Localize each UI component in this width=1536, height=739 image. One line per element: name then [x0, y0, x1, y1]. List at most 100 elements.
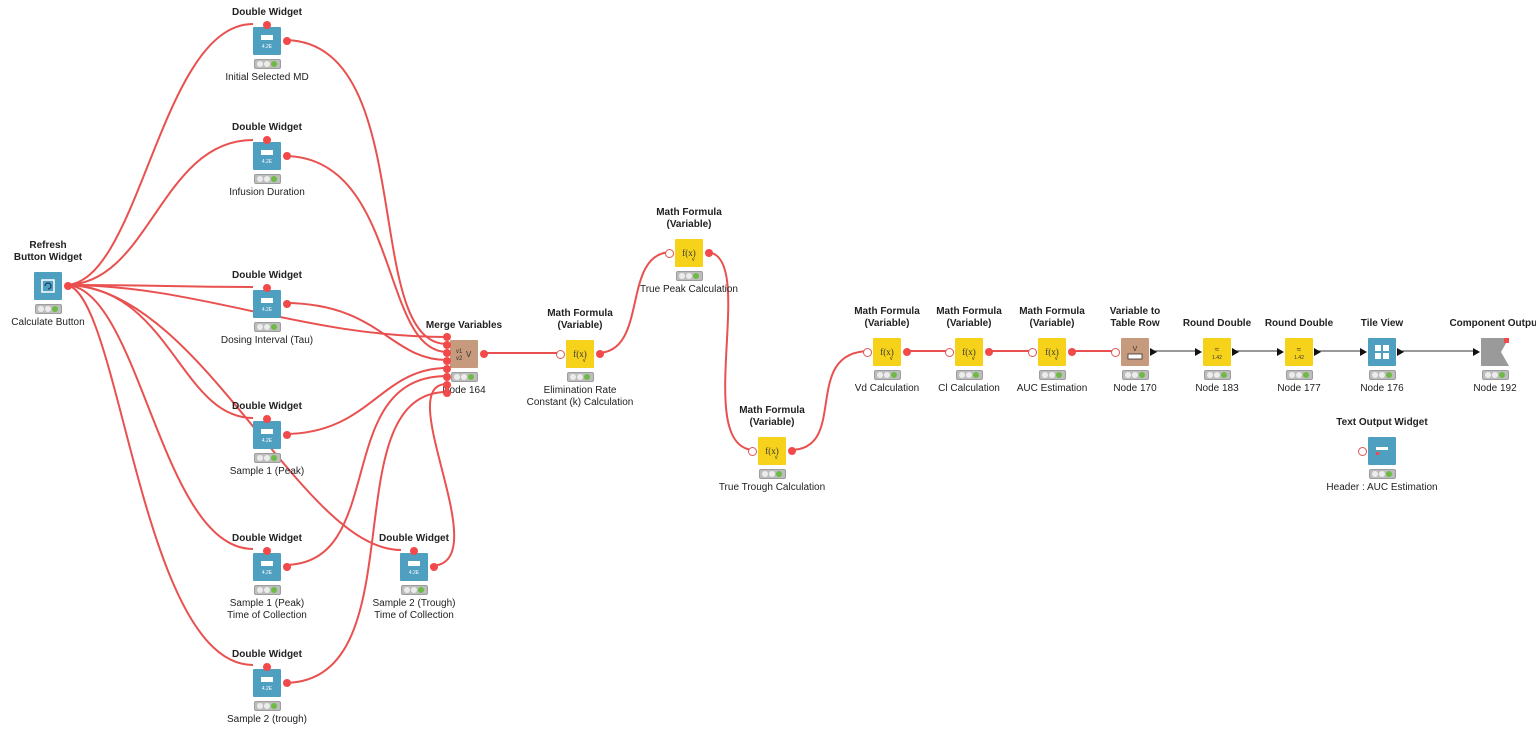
input-data-port[interactable] [1473, 348, 1480, 356]
node-label[interactable]: Node 176 [1360, 383, 1404, 394]
math-formula-icon[interactable]: f(x)v [873, 338, 901, 366]
input-data-port[interactable] [1195, 348, 1202, 356]
input-data-port[interactable] [1360, 348, 1367, 356]
math-formula-icon[interactable]: f(x)v [758, 437, 786, 465]
output-flow-variable-port[interactable] [1068, 348, 1076, 356]
connection-refresh-dw6[interactable] [64, 284, 254, 666]
input-flow-variable-port[interactable] [410, 547, 418, 555]
output-flow-variable-port[interactable] [788, 447, 796, 455]
input-flow-variable-port-7[interactable] [443, 381, 451, 389]
input-flow-variable-port[interactable] [263, 136, 271, 144]
node-label[interactable]: AUC Estimation [1016, 383, 1088, 394]
input-flow-variable-port[interactable] [1028, 348, 1037, 357]
round-double-icon[interactable]: ≈1.42 [1285, 338, 1313, 366]
node-label[interactable]: Sample 1 (Peak) [229, 466, 305, 477]
node-label[interactable]: Elimination Rate Constant (k) Calculatio… [526, 385, 634, 408]
node-label[interactable]: Calculate Button [11, 317, 85, 328]
node-label[interactable]: True Trough Calculation [718, 482, 826, 493]
output-flow-variable-port[interactable] [430, 563, 438, 571]
input-flow-variable-port-5[interactable] [443, 365, 451, 373]
input-flow-variable-port-1[interactable] [443, 333, 451, 341]
input-flow-variable-port[interactable] [263, 415, 271, 423]
input-flow-variable-port-6[interactable] [443, 373, 451, 381]
connection-elim-peak[interactable] [596, 251, 673, 354]
output-flow-variable-port[interactable] [283, 563, 291, 571]
input-flow-variable-port[interactable] [1358, 447, 1367, 456]
node-label[interactable]: Sample 1 (Peak) Time of Collection [227, 598, 307, 621]
math-formula-icon[interactable]: f(x)v [955, 338, 983, 366]
double-widget-icon[interactable]: 4.2E [400, 553, 428, 581]
double-widget-icon[interactable]: 4.2E [253, 669, 281, 697]
double-widget-icon[interactable]: 4.2E [253, 27, 281, 55]
input-flow-variable-port[interactable] [748, 447, 757, 456]
input-flow-variable-port[interactable] [1111, 348, 1120, 357]
output-data-port[interactable] [1314, 348, 1321, 356]
node-label[interactable]: Header : AUC Estimation [1326, 482, 1438, 493]
math-formula-icon[interactable]: f(x)v [1038, 338, 1066, 366]
math-formula-icon[interactable]: f(x)v [566, 340, 594, 368]
output-flow-variable-port[interactable] [283, 37, 291, 45]
input-flow-variable-port[interactable] [863, 348, 872, 357]
node-label[interactable]: Node 183 [1195, 383, 1239, 394]
input-flow-variable-port-4[interactable] [443, 357, 451, 365]
connection-dw1-merge[interactable] [283, 39, 448, 345]
connection-refresh-merge[interactable] [64, 284, 448, 338]
node-label[interactable]: Cl Calculation [938, 383, 1000, 394]
node-label[interactable]: Node 164 [442, 385, 486, 396]
text-output-icon[interactable] [1368, 437, 1396, 465]
node-label[interactable]: Infusion Duration [229, 187, 305, 198]
connection-refresh-dw7[interactable] [64, 284, 402, 551]
math-formula-icon[interactable]: f(x)v [675, 239, 703, 267]
output-flow-variable-port[interactable] [903, 348, 911, 356]
node-label[interactable]: Initial Selected MD [225, 72, 309, 83]
connection-dw5-merge[interactable] [283, 375, 448, 566]
node-label[interactable]: Node 170 [1113, 383, 1157, 394]
node-label[interactable]: True Peak Calculation [639, 284, 738, 295]
input-flow-variable-port-3[interactable] [443, 349, 451, 357]
input-flow-variable-port-2[interactable] [443, 341, 451, 349]
double-widget-icon[interactable]: 4.2E [253, 421, 281, 449]
input-data-port[interactable] [1277, 348, 1284, 356]
refresh-button-icon[interactable] [34, 272, 62, 300]
component-output-icon[interactable] [1481, 338, 1509, 366]
node-label[interactable]: Node 177 [1277, 383, 1321, 394]
output-data-port[interactable] [1232, 348, 1239, 356]
connection-trough-vd[interactable] [789, 350, 871, 451]
output-flow-variable-port[interactable] [283, 152, 291, 160]
connection-refresh-dw2[interactable] [64, 139, 254, 286]
node-label[interactable]: Vd Calculation [854, 383, 920, 394]
node-label[interactable]: Sample 2 (trough) [226, 714, 308, 725]
output-flow-variable-port[interactable] [985, 348, 993, 356]
node-label[interactable]: Node 192 [1473, 383, 1517, 394]
connection-dw6-merge[interactable] [283, 391, 448, 684]
connection-refresh-dw1[interactable] [64, 23, 254, 286]
connection-dw3-merge[interactable] [283, 302, 448, 361]
input-flow-variable-port-8[interactable] [443, 389, 451, 397]
output-flow-variable-port[interactable] [596, 350, 604, 358]
input-flow-variable-port[interactable] [665, 249, 674, 258]
input-flow-variable-port[interactable] [263, 663, 271, 671]
output-flow-variable-port[interactable] [705, 249, 713, 257]
output-flow-variable-port[interactable] [283, 300, 291, 308]
output-data-port[interactable] [1397, 348, 1404, 356]
connection-refresh-dw5[interactable] [64, 284, 254, 550]
